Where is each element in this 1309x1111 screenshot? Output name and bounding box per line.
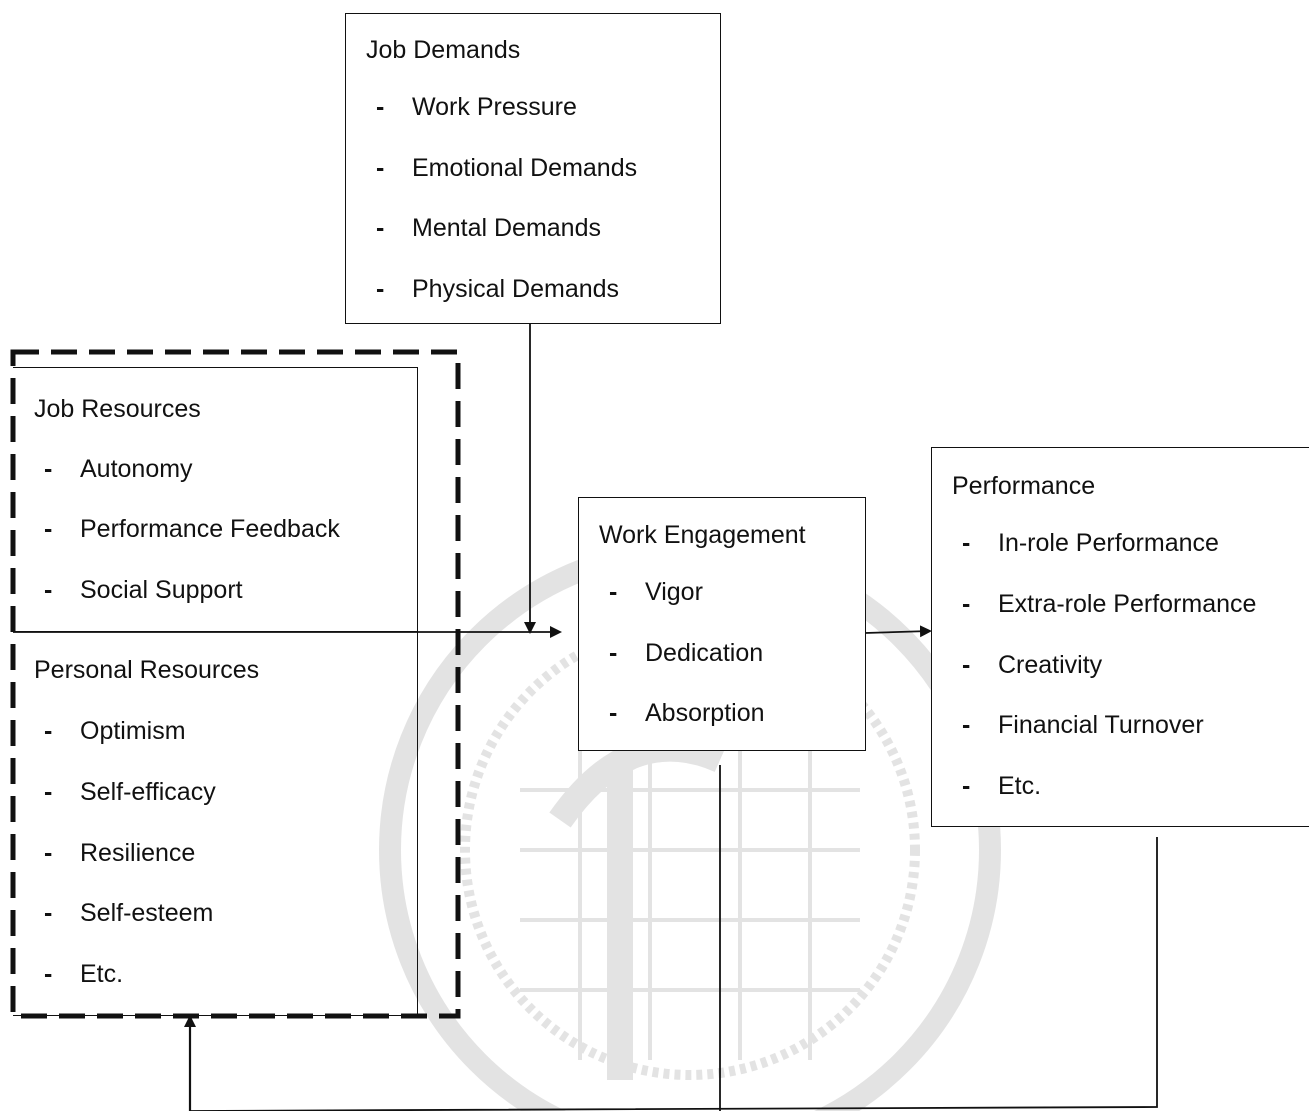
- bullet-dash: -: [609, 639, 618, 667]
- job-demands-item: -Emotional Demands: [376, 154, 637, 183]
- job-demands-box: Job Demands -Work Pressure -Emotional De…: [345, 13, 721, 324]
- bullet-dash: -: [44, 778, 53, 806]
- work-engagement-item: -Absorption: [609, 699, 765, 728]
- bullet-dash: -: [609, 578, 618, 606]
- bullet-dash: -: [609, 699, 618, 727]
- performance-item: -Creativity: [962, 651, 1102, 680]
- item-label: Self-esteem: [80, 899, 214, 927]
- performance-item: -In-role Performance: [962, 529, 1219, 558]
- personal-resources-item: -Self-efficacy: [44, 778, 216, 807]
- bullet-dash: -: [962, 651, 971, 679]
- work-engagement-item: -Vigor: [609, 578, 703, 607]
- item-label: In-role Performance: [998, 529, 1219, 557]
- bullet-dash: -: [962, 529, 971, 557]
- feedback-line: [189, 837, 1158, 1111]
- item-label: Optimism: [80, 717, 186, 745]
- personal-resources-item: -Optimism: [44, 717, 186, 746]
- personal-resources-title: Personal Resources: [34, 656, 260, 684]
- job-resources-item: -Autonomy: [44, 455, 193, 484]
- bullet-dash: -: [44, 576, 53, 604]
- item-label: Creativity: [998, 651, 1103, 679]
- bullet-dash: -: [44, 960, 53, 988]
- bullet-dash: -: [44, 515, 53, 543]
- job-resources-box: Job Resources -Autonomy -Performance Fee…: [13, 367, 418, 632]
- item-label: Dedication: [645, 639, 764, 667]
- bullet-dash: -: [376, 214, 385, 242]
- bullet-dash: -: [376, 154, 385, 182]
- job-resources-title: Job Resources: [34, 395, 201, 423]
- work-engagement-box: Work Engagement -Vigor -Dedication -Abso…: [578, 497, 866, 751]
- item-label: Emotional Demands: [412, 154, 638, 182]
- bullet-dash: -: [376, 275, 385, 303]
- item-label: Mental Demands: [412, 214, 601, 242]
- personal-resources-item: -Resilience: [44, 839, 195, 868]
- item-label: Financial Turnover: [998, 711, 1204, 739]
- job-resources-item: -Social Support: [44, 576, 243, 605]
- personal-resources-item: -Etc.: [44, 960, 123, 989]
- bullet-dash: -: [962, 711, 971, 739]
- seal-grid: [520, 740, 860, 1060]
- bullet-dash: -: [962, 772, 971, 800]
- job-resources-item: -Performance Feedback: [44, 515, 340, 544]
- bullet-dash: -: [376, 93, 385, 121]
- bullet-dash: -: [44, 455, 53, 483]
- item-label: Performance Feedback: [80, 515, 340, 543]
- bullet-dash: -: [44, 839, 53, 867]
- bullet-dash: -: [44, 717, 53, 745]
- item-label: Work Pressure: [412, 93, 577, 121]
- item-label: Self-efficacy: [80, 778, 216, 806]
- job-demands-item: -Physical Demands: [376, 275, 619, 304]
- item-label: Autonomy: [80, 455, 193, 483]
- performance-title: Performance: [952, 472, 1096, 500]
- job-demands-item: -Work Pressure: [376, 93, 577, 122]
- item-label: Social Support: [80, 576, 243, 604]
- bullet-dash: -: [44, 899, 53, 927]
- seal-emblem: [549, 735, 726, 828]
- performance-item: -Extra-role Performance: [962, 590, 1256, 619]
- personal-resources-box: Personal Resources -Optimism -Self-effic…: [13, 632, 418, 1016]
- performance-item: -Financial Turnover: [962, 711, 1204, 740]
- item-label: Etc.: [80, 960, 124, 988]
- item-label: Resilience: [80, 839, 196, 867]
- performance-item: -Etc.: [962, 772, 1041, 801]
- work-engagement-title: Work Engagement: [599, 521, 806, 549]
- bullet-dash: -: [962, 590, 971, 618]
- item-label: Extra-role Performance: [998, 590, 1257, 618]
- personal-resources-item: -Self-esteem: [44, 899, 213, 928]
- job-demands-title: Job Demands: [366, 36, 521, 64]
- item-label: Absorption: [645, 699, 765, 727]
- work-engagement-item: -Dedication: [609, 639, 763, 668]
- arrow-engagement-to-performance: [864, 625, 932, 638]
- item-label: Physical Demands: [412, 275, 620, 303]
- item-label: Vigor: [645, 578, 703, 606]
- job-demands-item: -Mental Demands: [376, 214, 601, 243]
- item-label: Etc.: [998, 772, 1042, 800]
- resources-dashed-border: [10, 349, 461, 1019]
- performance-box: Performance -In-role Performance -Extra-…: [931, 447, 1309, 827]
